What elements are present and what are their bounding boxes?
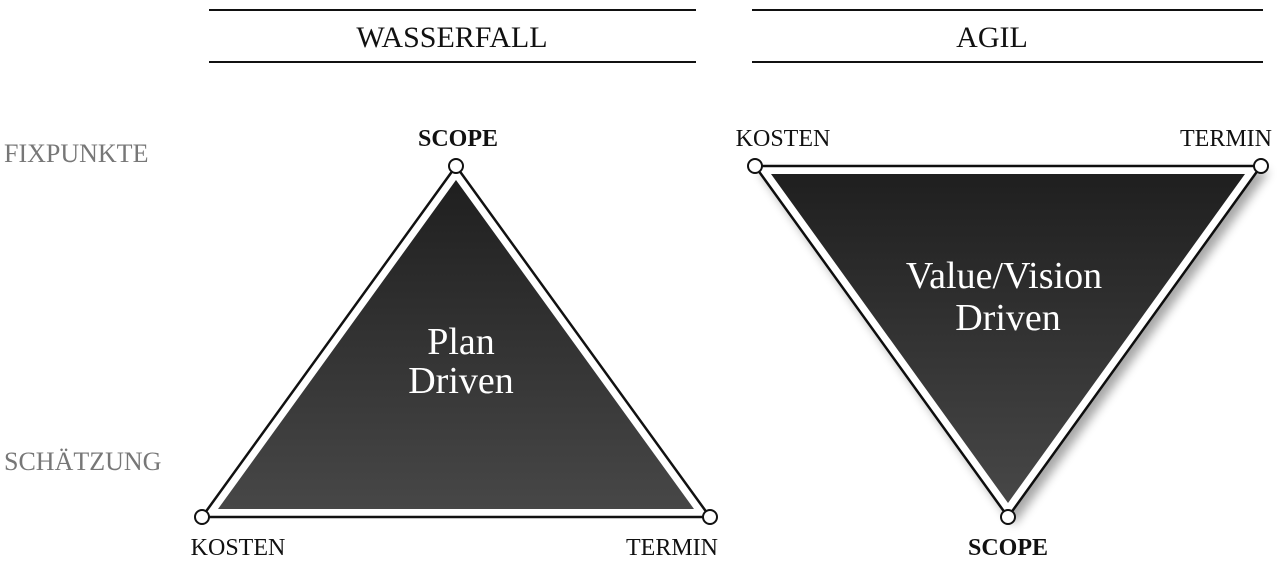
right-vertex-scope-marker <box>1000 509 1016 525</box>
left-center-line1: Plan <box>427 321 495 363</box>
left-vertex-scope-marker <box>448 158 464 174</box>
header-agil: AGIL <box>956 21 1028 54</box>
row-label-fixpunkte: FIXPUNKTE <box>4 139 148 168</box>
right-triangle: Value/Vision Driven <box>747 158 1269 525</box>
left-vertex-kosten-marker <box>194 509 210 525</box>
right-vertex-kosten-label: KOSTEN <box>736 126 831 152</box>
right-center-line2: Driven <box>955 297 1061 339</box>
left-vertex-kosten-label: KOSTEN <box>191 535 286 561</box>
left-vertex-scope-label: SCOPE <box>418 126 498 152</box>
left-center-line2: Driven <box>408 360 514 402</box>
right-vertex-termin-marker <box>1253 158 1269 174</box>
right-triangle-fill <box>771 174 1245 503</box>
header-wasserfall: WASSERFALL <box>356 21 547 54</box>
right-vertex-termin-label: TERMIN <box>1180 126 1272 152</box>
left-triangle-fill <box>218 180 694 509</box>
right-center-line1: Value/Vision <box>906 255 1102 297</box>
row-label-schaetzung: SCHÄTZUNG <box>4 447 161 476</box>
left-vertex-termin-label: TERMIN <box>626 535 718 561</box>
right-vertex-kosten-marker <box>747 158 763 174</box>
right-vertex-scope-label: SCOPE <box>968 535 1048 561</box>
left-vertex-termin-marker <box>702 509 718 525</box>
left-triangle: Plan Driven <box>194 158 718 525</box>
